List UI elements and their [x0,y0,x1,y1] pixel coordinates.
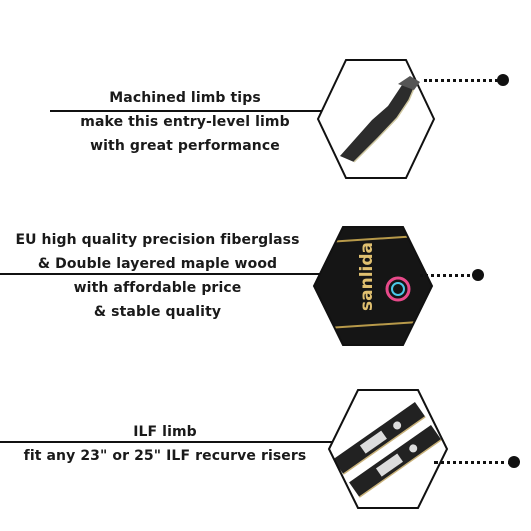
connector-dots [434,461,512,464]
feature-fiberglass: EU high quality precision fiberglass & D… [0,177,531,354]
feature-line: fit any 23" or 25" ILF recurve risers [23,448,307,464]
feature-text: Machined limb tips make this entry-level… [40,86,330,158]
ilf-fitting-hexagon [327,389,449,509]
limb-tip-hexagon [316,59,436,179]
feature-text: EU high quality precision fiberglass & D… [0,228,315,324]
feature-line: with affordable price [73,280,242,296]
feature-machined-tips: Machined limb tips make this entry-level… [0,0,531,179]
feature-line: ILF limb [133,424,197,440]
feature-line: EU high quality precision fiberglass [15,232,300,248]
feature-line: Machined limb tips [109,90,261,106]
connector-dots [420,274,476,277]
connector-dots [424,79,498,82]
feature-ilf-limb: ILF limb fit any 23" or 25" ILF recurve … [0,354,531,531]
feature-line: & Double layered maple wood [37,256,278,272]
connector-dot [497,74,509,86]
feature-underline [50,110,326,112]
limb-surface-hexagon: sanlida [312,226,434,346]
feature-line: make this entry-level limb [80,114,290,130]
feature-underline [0,441,340,443]
feature-line: & stable quality [93,304,222,320]
feature-line: with great performance [90,138,280,154]
connector-dot [472,269,484,281]
connector-dot [508,456,520,468]
brand-logo-text: sanlida [357,242,377,311]
feature-text: ILF limb fit any 23" or 25" ILF recurve … [0,420,330,468]
feature-underline [0,273,332,275]
